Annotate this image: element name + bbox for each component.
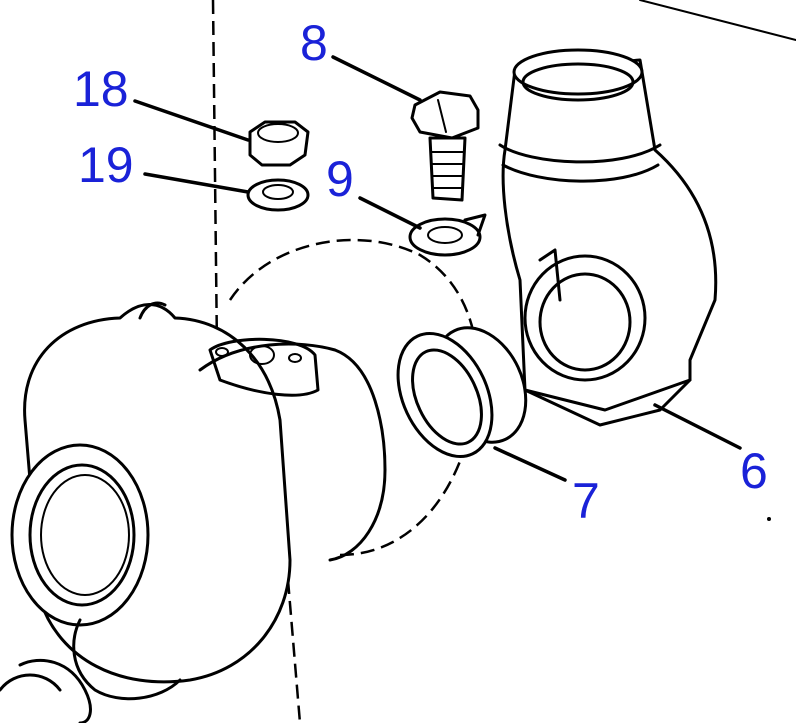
- gasket-outline: [228, 238, 479, 557]
- leader-6: [653, 403, 742, 450]
- callout-8: 8: [300, 15, 328, 71]
- clamp-ring: [396, 326, 528, 459]
- callout-19: 19: [78, 137, 134, 193]
- turbocharger: [0, 301, 387, 723]
- flat-washer: [246, 178, 310, 212]
- frame-lines: [211, 0, 796, 723]
- lock-washer: [408, 213, 487, 257]
- elbow-pipe: [498, 48, 718, 427]
- callout-18: 18: [73, 61, 129, 117]
- bolt: [410, 90, 480, 202]
- hex-nut: [248, 120, 310, 167]
- leader-8: [331, 55, 422, 102]
- leader-7: [493, 446, 567, 482]
- callout-7: 7: [572, 473, 600, 529]
- leader-19: [143, 172, 250, 194]
- leader-18: [133, 99, 250, 142]
- leader-lines: [133, 55, 742, 482]
- callout-9: 9: [326, 151, 354, 207]
- dot-mark: [767, 517, 771, 521]
- callout-labels: 8 18 19 9 6 7: [73, 15, 768, 529]
- callout-6: 6: [740, 443, 768, 499]
- leader-9: [358, 196, 422, 230]
